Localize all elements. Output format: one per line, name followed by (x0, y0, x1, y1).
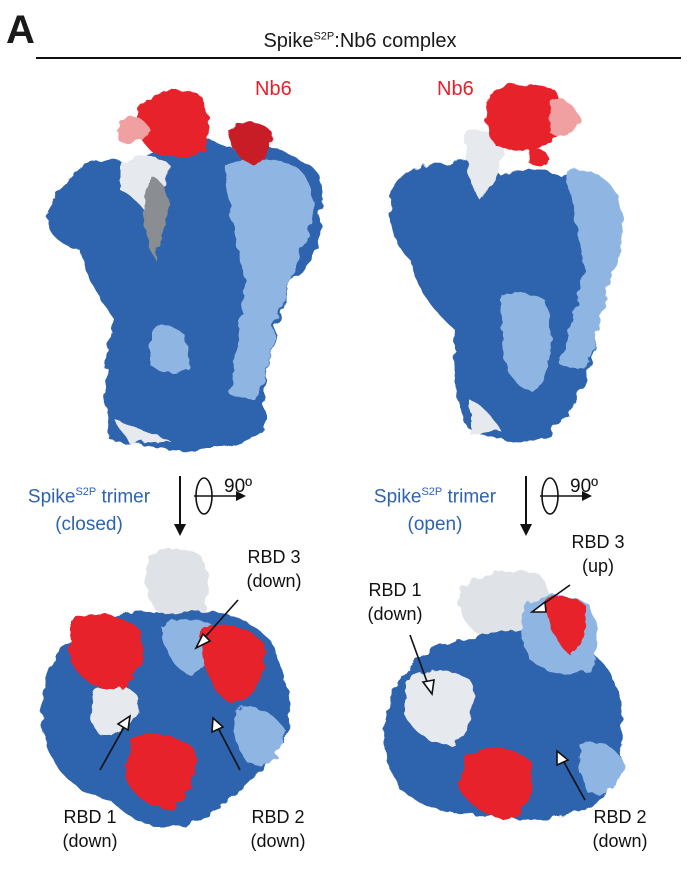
trimer-open-label: SpikeS2P trimer (open) (354, 478, 516, 539)
open-rbd1-label: RBD 1 (down) (355, 578, 435, 626)
closed-rbd1-name: RBD 1 (63, 807, 117, 827)
trimer-open-suffix: trimer (442, 486, 497, 508)
title-rest: :Nb6 complex (334, 30, 457, 52)
trimer-closed-state: (closed) (55, 514, 123, 536)
title-sup: S2P (313, 30, 335, 43)
trimer-closed-label: SpikeS2P trimer (closed) (10, 478, 168, 539)
open-rbd1-name: RBD 1 (368, 580, 422, 600)
open-trimer-side-view (390, 83, 623, 441)
down-arrow-right (520, 476, 532, 536)
trimer-closed-name: Spike (27, 486, 76, 508)
closed-rbd2-name: RBD 2 (251, 807, 305, 827)
open-rbd3-state: (up) (581, 556, 614, 576)
nb6-label-closed: Nb6 (255, 78, 292, 100)
title-main: Spike (263, 30, 314, 52)
closed-rbd3-state: (down) (246, 571, 302, 591)
open-rbd2-label: RBD 2 (down) (580, 805, 660, 853)
trimer-closed-suffix: trimer (96, 486, 151, 508)
rotate-arrow-icon-left (194, 477, 246, 515)
open-rbd3-label: RBD 3 (up) (558, 530, 638, 578)
down-arrow-left (174, 476, 186, 536)
trimer-open-name: Spike (373, 486, 422, 508)
closed-rbd3-name: RBD 3 (247, 547, 301, 567)
open-trimer-top-view (383, 570, 625, 820)
closed-trimer-side-view (48, 89, 323, 451)
closed-rbd1-label: RBD 1 (down) (50, 805, 130, 853)
rotate-arrow-icon-right (540, 477, 592, 515)
nb6-label-open: Nb6 (437, 78, 474, 100)
open-rbd3-name: RBD 3 (571, 532, 625, 552)
closed-rbd1-state: (down) (62, 831, 118, 851)
rotation-label-right: 90º (570, 476, 599, 497)
rbd-pointers (99, 584, 586, 801)
rotation-label-left: 90º (224, 476, 253, 497)
trimer-closed-sup: S2P (75, 486, 97, 498)
panel-letter: A (6, 8, 35, 52)
open-rbd2-state: (down) (592, 831, 648, 851)
trimer-open-state: (open) (407, 514, 463, 536)
figure-title: SpikeS2P:Nb6 complex (220, 30, 500, 53)
closed-rbd2-label: RBD 2 (down) (238, 805, 318, 853)
title-rule (36, 57, 681, 59)
closed-rbd2-state: (down) (250, 831, 306, 851)
open-rbd2-name: RBD 2 (593, 807, 647, 827)
open-rbd1-state: (down) (367, 604, 423, 624)
closed-rbd3-label: RBD 3 (down) (234, 545, 314, 593)
trimer-open-sup: S2P (421, 486, 443, 498)
